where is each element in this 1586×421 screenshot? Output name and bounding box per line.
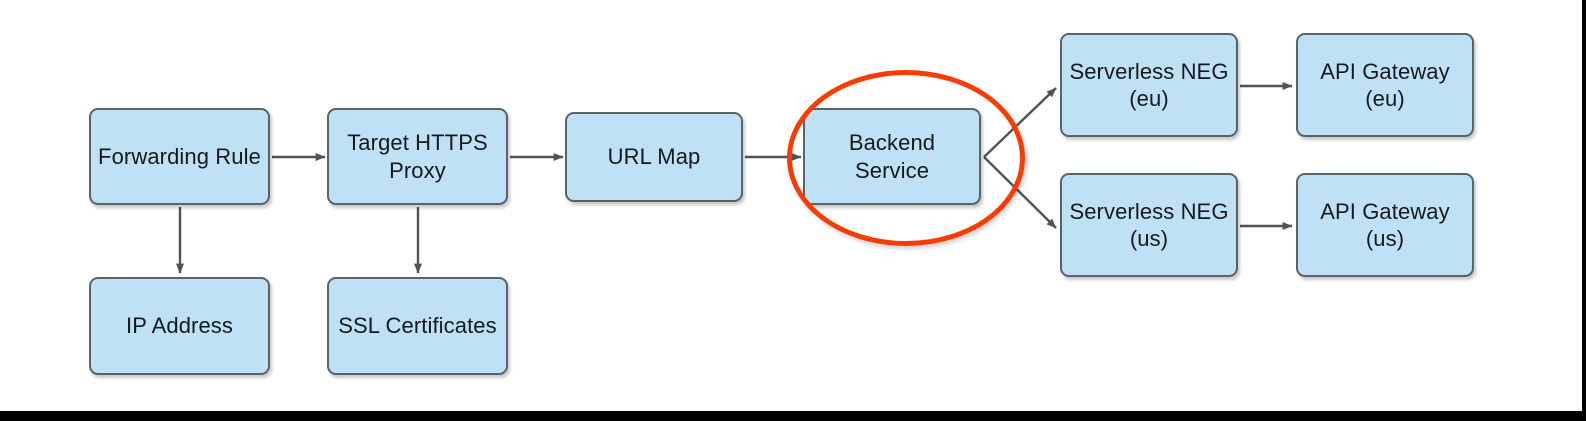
node-ip-address[interactable]: IP Address — [89, 277, 270, 375]
node-forwarding-rule[interactable]: Forwarding Rule — [89, 108, 270, 205]
node-label: Serverless NEG (eu) — [1069, 58, 1229, 111]
edge-backend-to-neg-eu — [983, 87, 1057, 158]
node-api-gateway-us[interactable]: API Gateway (us) — [1296, 173, 1474, 277]
node-label: URL Map — [607, 144, 701, 170]
node-target-https-proxy[interactable]: Target HTTPS Proxy — [327, 108, 508, 205]
node-url-map[interactable]: URL Map — [565, 112, 743, 202]
node-label: Target HTTPS Proxy — [347, 130, 488, 183]
node-api-gateway-eu[interactable]: API Gateway (eu) — [1296, 33, 1474, 137]
node-serverless-neg-eu[interactable]: Serverless NEG (eu) — [1060, 33, 1238, 137]
node-backend-service[interactable]: Backend Service — [803, 108, 981, 205]
node-serverless-neg-us[interactable]: Serverless NEG (us) — [1060, 173, 1238, 277]
node-label: IP Address — [126, 313, 233, 339]
node-label: API Gateway (eu) — [1320, 58, 1450, 111]
edge-backend-to-neg-us — [983, 156, 1057, 229]
frame-right-edge — [1582, 0, 1586, 421]
node-label: SSL Certificates — [338, 313, 497, 339]
node-ssl-certificates[interactable]: SSL Certificates — [327, 277, 508, 375]
frame-bottom-edge — [0, 411, 1586, 421]
node-label: Backend Service — [848, 130, 936, 183]
node-label: Serverless NEG (us) — [1069, 198, 1229, 251]
node-label: API Gateway (us) — [1320, 198, 1450, 251]
node-label: Forwarding Rule — [98, 143, 261, 169]
